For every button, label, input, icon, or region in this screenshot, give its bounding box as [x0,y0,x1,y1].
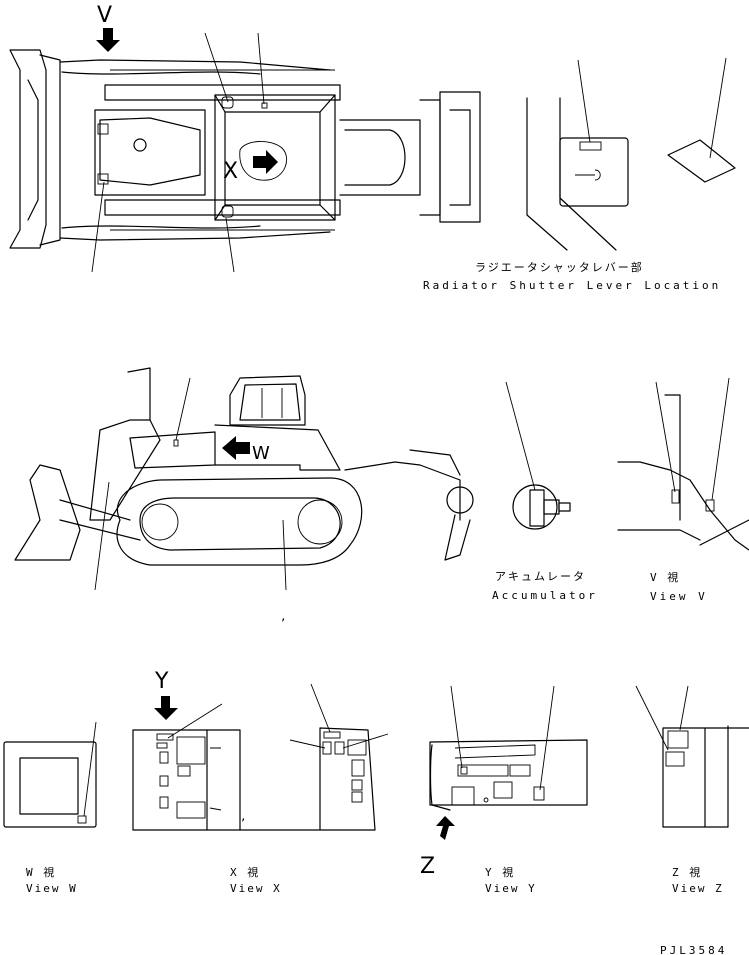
view-w-letter: W [252,443,270,464]
view-z-letter: Z [420,854,435,879]
view-z-arrow-icon [436,816,455,840]
side-view-dozer: W , [14,367,474,623]
view-y-caption-en: View Y [485,882,537,895]
view-x-comma-mark: , [240,810,249,823]
view-y-detail: Z Y 視 View Y [420,685,588,895]
view-x-caption-jp: X 視 [230,865,260,879]
radiator-caption-en: Radiator Shutter Lever Location [423,279,721,292]
top-view-dozer: X V [9,3,481,273]
view-x-letter: X [223,159,238,184]
view-w-caption-jp: W 視 [26,865,56,879]
view-x-caption-en: View X [230,882,282,895]
view-x-arrow-icon [253,150,278,174]
view-z-caption-en: View Z [672,882,724,895]
radiator-caption-jp: ラジエータシャッタレバー部 [475,260,644,274]
accumulator-detail: アキュムレータ Accumulator [492,381,598,602]
radiator-shutter-detail: ラジエータシャッタレバー部 Radiator Shutter Lever Loc… [423,57,736,292]
view-x-detail: , Y X 視 View X [132,669,389,895]
drawing-number: PJL3584 [660,944,727,955]
view-v-detail: V 視 View V [617,377,749,603]
view-v-caption-jp: V 視 [650,570,680,584]
view-w-detail: W 視 View W [3,721,97,895]
side-comma-mark: , [280,610,289,623]
view-v-letter: V [97,3,112,28]
view-y-letter: Y [154,669,169,694]
view-y-arrow-icon [154,696,178,720]
view-y-caption-jp: Y 視 [485,865,515,879]
accumulator-caption-jp: アキュムレータ [495,570,586,583]
view-v-caption-en: View V [650,590,708,603]
view-z-caption-jp: Z 視 [672,865,702,879]
view-v-arrow-icon [96,28,120,52]
accumulator-caption-en: Accumulator [492,589,598,602]
view-w-arrow-icon [222,436,250,460]
view-w-caption-en: View W [26,882,78,895]
view-z-detail: Z 視 View Z [635,685,749,895]
